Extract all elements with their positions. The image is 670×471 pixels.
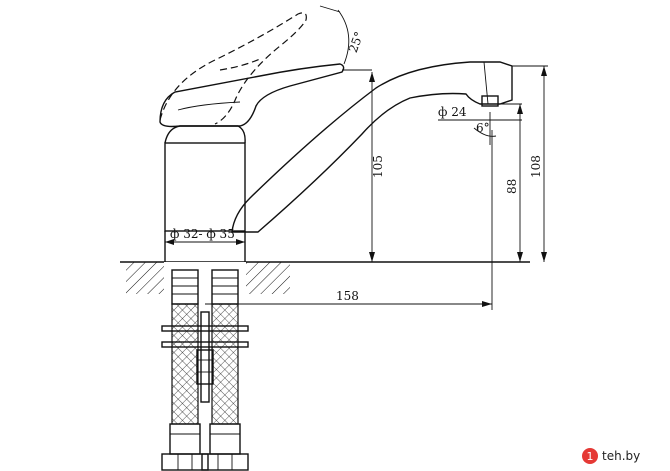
watermark-text: teh.by [602,449,640,463]
reach-158-label: 158 [336,289,359,303]
watermark: 1 teh.by [580,445,668,471]
outlet-diameter-label: ф 24 [438,105,467,119]
height-105-label: 105 [371,155,385,178]
teh-logo-icon [582,448,598,464]
lever-angle-label: 25° [346,30,366,55]
height-108-dimension [541,66,547,262]
base-diameter-dimension [165,239,245,245]
height-105-dimension [369,72,375,262]
height-88-dimension [517,104,523,262]
lever-handle-rotated [159,12,307,125]
spout [231,61,513,233]
lever-angle-indicator [319,5,372,71]
height-88-label: 88 [505,179,519,194]
height-108-label: 108 [529,155,543,178]
base-diameter-label: ф 32- ф 35 [170,227,235,241]
reach-158-dimension [205,130,493,310]
mounting-hardware [161,269,249,471]
outlet-dimension-lines [438,65,548,145]
outlet-angle-label: 6° [476,121,490,135]
watermark-prefix: 1 [587,450,594,463]
